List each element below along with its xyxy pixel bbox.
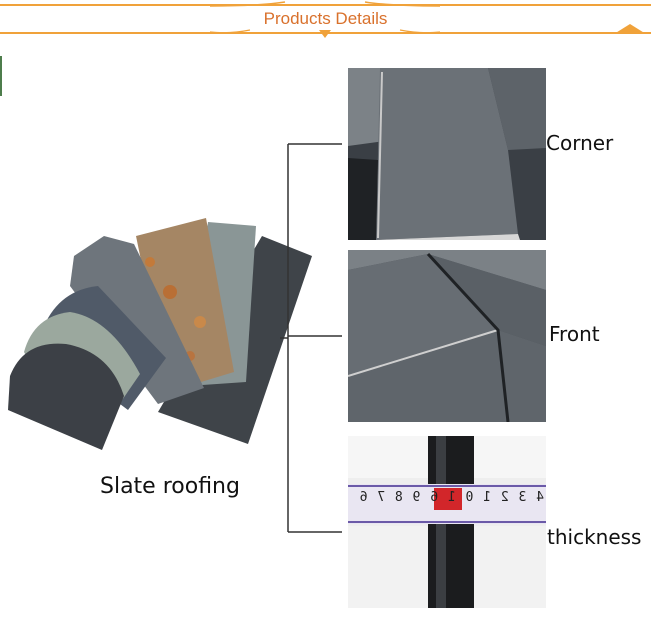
section-header: Products Details	[0, 0, 651, 44]
corner-ornament-icon	[614, 24, 646, 34]
detail-label-front: Front	[549, 322, 600, 346]
slate-tiles-image	[8, 218, 312, 450]
detail-label-thickness: thickness	[547, 525, 642, 549]
section-title: Products Details	[263, 9, 388, 28]
thickness-photo: 4 3 2 1 0 1 6 9 8 7 6	[348, 436, 546, 608]
left-edge-marker	[0, 56, 2, 96]
detail-label-corner: Corner	[546, 131, 614, 155]
ruler-digits: 4 3 2 1 0 1 6 9 8 7 6	[358, 490, 544, 505]
corner-photo	[348, 68, 546, 240]
product-label: Slate roofing	[100, 474, 240, 499]
bracket-connector	[280, 143, 342, 533]
front-photo	[348, 250, 546, 422]
header-top-rule	[0, 4, 651, 6]
header-bottom-rule	[0, 32, 651, 34]
